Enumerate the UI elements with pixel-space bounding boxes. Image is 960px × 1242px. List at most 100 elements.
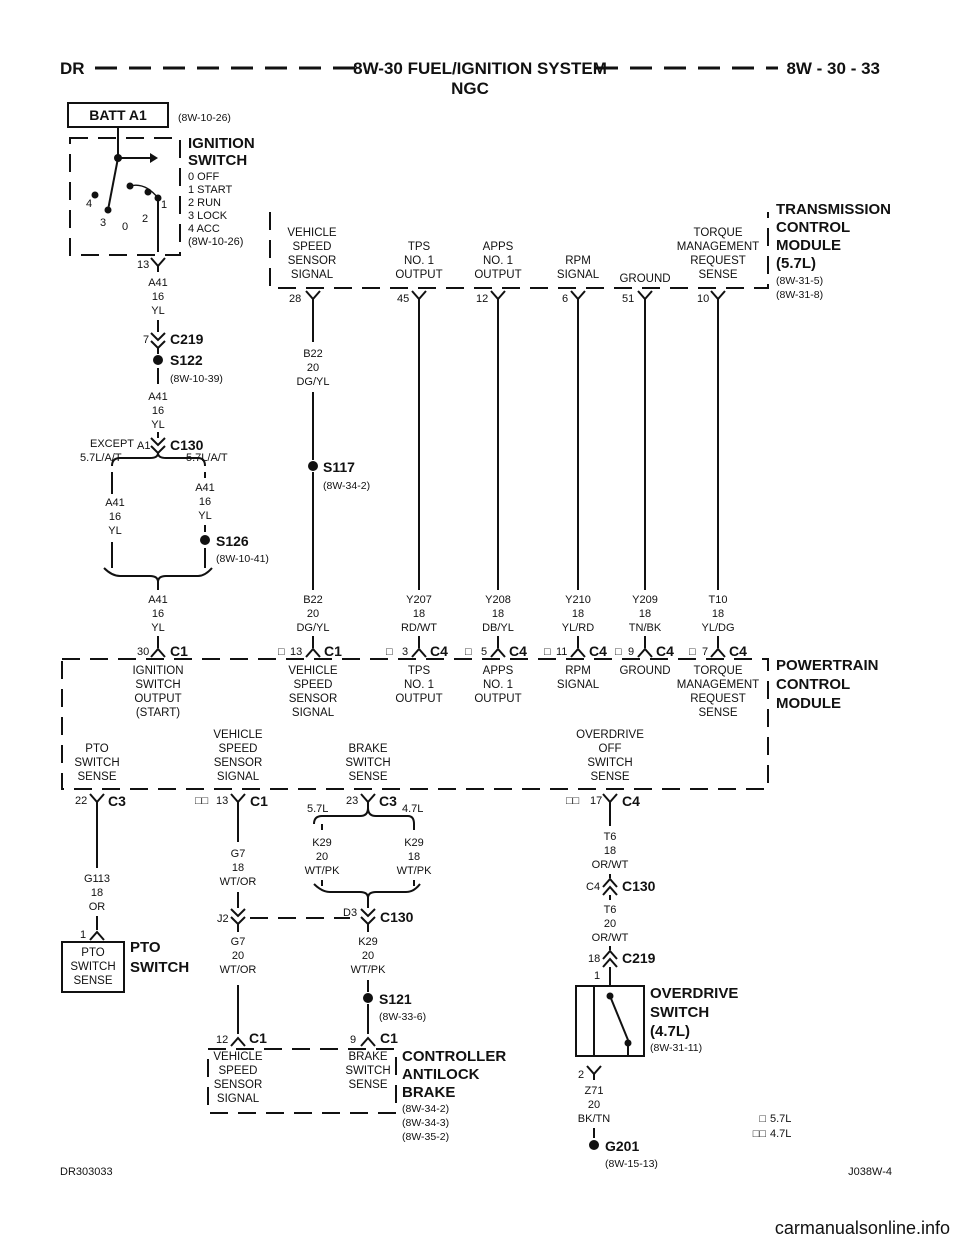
s117-name: S117 [323,459,355,475]
pcm-c1-13-name: C1 [324,643,342,659]
cab-vss-3: SIGNAL [217,1093,260,1105]
pto-wire-3: OR [89,901,106,913]
s122-wire-3: YL [151,419,164,431]
pcm-name-1: CONTROL [776,676,850,693]
s117-ref: (8W-34-2) [323,480,370,492]
k29-bottom-3: WT/PK [351,964,386,976]
pcm-wire-1-0: Y207 [406,594,432,606]
legend-text-0: 5.7L [770,1113,791,1125]
pcm-wire-4-1: 18 [639,608,651,620]
od-name-1: SWITCH [650,1004,709,1021]
pcm-wire-4-0: Y209 [632,594,658,606]
batt-label: BATT A1 [89,107,147,123]
pcm-c1-30-pin: 30 [137,646,149,658]
pcm-vss-2: SENSOR [289,693,338,705]
left-branch-wire-1: A41 [105,497,125,509]
t6-2-a: T6 [604,904,617,916]
vss2-wire-1: G7 [231,936,246,948]
pcm-c4-17-pin: 17 [590,795,602,807]
pcm-c1-13-pin: 13 [290,646,302,658]
cab-name-1: ANTILOCK [402,1066,480,1083]
pcm-od-1: OFF [599,743,622,755]
ignition-pos-4: 4 ACC [188,223,220,235]
watermark[interactable]: carmanualsonline.info [775,1218,950,1238]
c130-right-pin: C4 [586,881,600,893]
s121-ref: (8W-33-6) [379,1011,426,1023]
pcm-wire-4-2: TN/BK [629,622,662,634]
s122-name: S122 [170,352,203,368]
od-pin: 2 [578,1069,584,1081]
cab-brake-2: SENSE [349,1079,388,1091]
cab-vss-0: VEHICLE [213,1051,263,1063]
ignition-title-1: IGNITION [188,135,255,152]
pcm-c4-9-pin: 9 [628,646,634,658]
k29-bottom-1: K29 [358,936,378,948]
switch-pos-1: 1 [161,199,167,211]
pto-name-0: PTO [130,939,161,956]
ign-wire-3: YL [151,305,164,317]
tcm-name-0: TRANSMISSION [776,201,891,218]
pto-pin: 1 [80,929,86,941]
tcm-torque-0: TORQUE [694,227,743,239]
pcm-pto-2: SENSE [78,771,117,783]
pcm-wire-3-0: Y210 [565,594,591,606]
cab-c1-12-pin: 12 [216,1034,228,1046]
ignition-ref: (8W-10-26) [188,236,243,248]
tcm-ref-0: (8W-31-5) [776,275,823,287]
tcm-pin-28: 28 [289,293,301,305]
header-page: 8W - 30 - 33 [786,59,880,78]
pto-box-0: PTO [81,947,104,959]
cab-c1-12-name: C1 [249,1030,267,1046]
ignition-pos-1: 1 START [188,184,232,196]
pcm-wire-2-0: Y208 [485,594,511,606]
tcm-rpm-1: SIGNAL [557,269,600,281]
pto-box-1: SWITCH [70,961,115,973]
c130-top-pin: A1 [137,440,150,452]
cab-brake-1: SWITCH [345,1065,390,1077]
c3-left-variant: 5.7L [307,803,328,815]
k29-bottom-2: 20 [362,950,374,962]
pcm-wire-0-2: DG/YL [296,622,329,634]
pcm-vss-0: VEHICLE [288,665,338,677]
c130-mid-left: J2 [217,913,229,925]
cab-name-2: BRAKE [402,1084,455,1101]
pto-box [61,941,125,993]
g201-ref: (8W-15-13) [605,1158,658,1170]
legend-text-1: 4.7L [770,1128,791,1140]
pcm-c4-3-name: C4 [430,643,448,659]
pcm-wire-1-2: RD/WT [401,622,437,634]
c130-mid-name: C130 [380,909,414,925]
pcm-c4-9-sym: □ [615,646,622,658]
pcm-ign-2: OUTPUT [134,693,181,705]
pcm-c3-22-name: C3 [108,793,126,809]
tcm-vss-1: SPEED [293,241,332,253]
tcm-name-3: (5.7L) [776,255,816,272]
pcm-apps-1: NO. 1 [483,679,513,691]
c219-top-pin: 7 [143,334,149,346]
ign-wire-2: 16 [152,291,164,303]
pcm-c4-11-pin: 11 [556,646,567,658]
k29-right-1: K29 [404,837,424,849]
ignition-switch-box [69,137,181,256]
ignition-pos-2: 2 RUN [188,197,221,209]
cab-vss-1: SPEED [219,1065,258,1077]
cab-name-0: CONTROLLER [402,1048,506,1065]
pcm-vss-1: SPEED [294,679,333,691]
od-ref: (8W-31-11) [650,1042,702,1054]
left-branch-wire-2: 16 [109,511,121,523]
cab-vss-2: SENSOR [214,1079,263,1091]
g201-name: G201 [605,1138,639,1154]
pcm-c4-5-sym: □ [465,646,472,658]
right-branch-wire-2: 16 [199,496,211,508]
pcm-tps-1: NO. 1 [404,679,434,691]
ignition-pos-3: 3 LOCK [188,210,228,222]
tcm-pin-10: 10 [697,293,709,305]
c219-right-pin2: 1 [594,970,600,982]
pcm-c1-13b-pin: 13 [216,795,228,807]
header-left: DR [60,59,85,78]
pcm-c4-7-pin: 7 [702,646,708,658]
pcm-pto-0: PTO [85,743,108,755]
pcm-torque-2: REQUEST [690,693,746,705]
z71-b: 20 [588,1099,600,1111]
ignition-title-2: SWITCH [188,152,247,169]
